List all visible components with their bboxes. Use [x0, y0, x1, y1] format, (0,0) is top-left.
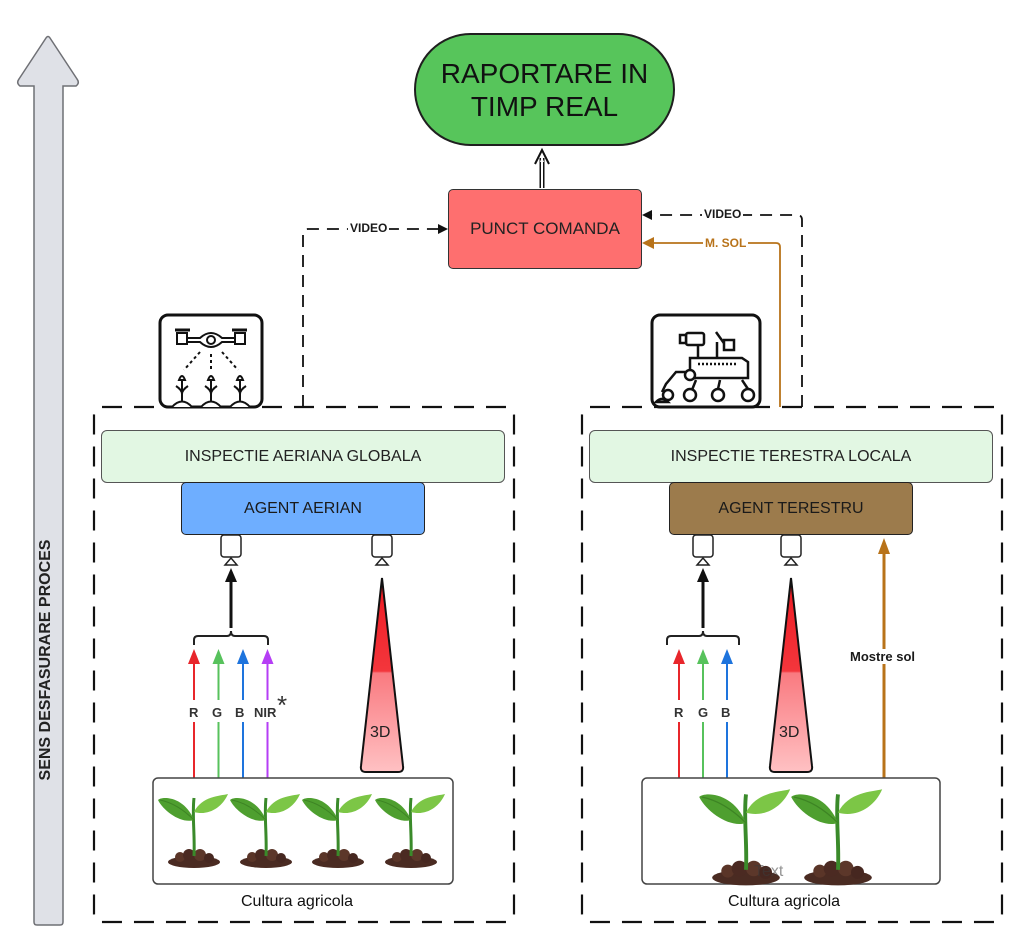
- ground-camera-left: [692, 534, 714, 566]
- command-to-report-arrow: [534, 147, 550, 188]
- aerial-crop-label: Cultura agricola: [241, 893, 354, 910]
- ground-video-connector: [642, 210, 803, 407]
- ground-band-arrow-b: [721, 649, 733, 778]
- aerial-crop-box: [152, 777, 454, 885]
- ground-agent-node: AGENT TERESTRU: [669, 482, 913, 535]
- aerial-band-label-b: B: [235, 705, 245, 720]
- aerial-band-label-nir: NIR: [254, 705, 277, 720]
- ground-crop-label: Cultura agricola: [728, 893, 841, 910]
- ground-inspection-node: INSPECTIE TERESTRA LOCALA: [589, 430, 993, 483]
- drone-spraying-crops-icon: [158, 313, 264, 409]
- ground-band-label-g: G: [698, 705, 709, 720]
- aerial-3d-label: 3D: [370, 724, 391, 741]
- nir-asterisk: *: [277, 690, 288, 720]
- aerial-agent-node: AGENT AERIAN: [181, 482, 425, 535]
- ground-3d-label: 3D: [779, 724, 800, 741]
- ground-band-label-b: B: [721, 705, 731, 720]
- soil-samples-arrow: [878, 538, 890, 778]
- rover-robot-icon: [650, 313, 762, 409]
- command-point-node: PUNCT COMANDA: [448, 189, 642, 269]
- aerial-band-label-r: R: [189, 705, 199, 720]
- aerial-band-label-g: G: [212, 705, 223, 720]
- aerial-band-arrow-r: [188, 649, 200, 778]
- ground-group-border: [580, 405, 1004, 924]
- aerial-band-arrow-nir: [261, 649, 274, 778]
- soil-samples-label: Mostre sol: [848, 649, 918, 664]
- aerial-band-arrow-g: [212, 649, 225, 778]
- soil-sample-label: M. SOL: [703, 236, 749, 250]
- aerial-depth-cone: [359, 577, 405, 773]
- report-line-2: TIMP REAL: [470, 90, 619, 122]
- ground-camera-right: [780, 534, 802, 566]
- ground-crop-box: [641, 777, 941, 885]
- report-line-1: RAPORTARE IN: [440, 57, 649, 89]
- aerial-group-border: [92, 405, 516, 924]
- process-direction-label: SENS DESFASURARE PROCES: [37, 539, 54, 781]
- soil-sample-connector: [642, 237, 781, 407]
- aerial-band-arrow-b: [237, 649, 249, 778]
- ground-video-label: VIDEO: [702, 207, 744, 221]
- aerial-combined-spectral-arrow: [193, 568, 269, 645]
- process-direction-arrow: [16, 35, 80, 926]
- placeholder-text: Text: [754, 863, 784, 880]
- ground-band-label-r: R: [674, 705, 684, 720]
- aerial-camera-left: [220, 534, 242, 566]
- ground-band-arrow-r: [673, 649, 685, 778]
- realtime-report-node: RAPORTARE IN TIMP REAL: [414, 33, 675, 146]
- ground-band-arrow-g: [697, 649, 709, 778]
- aerial-camera-right: [371, 534, 393, 566]
- aerial-video-connector: [302, 224, 448, 407]
- aerial-video-label: VIDEO: [348, 221, 390, 235]
- ground-combined-spectral-arrow: [666, 568, 740, 645]
- aerial-inspection-node: INSPECTIE AERIANA GLOBALA: [101, 430, 505, 483]
- ground-depth-cone: [768, 577, 814, 773]
